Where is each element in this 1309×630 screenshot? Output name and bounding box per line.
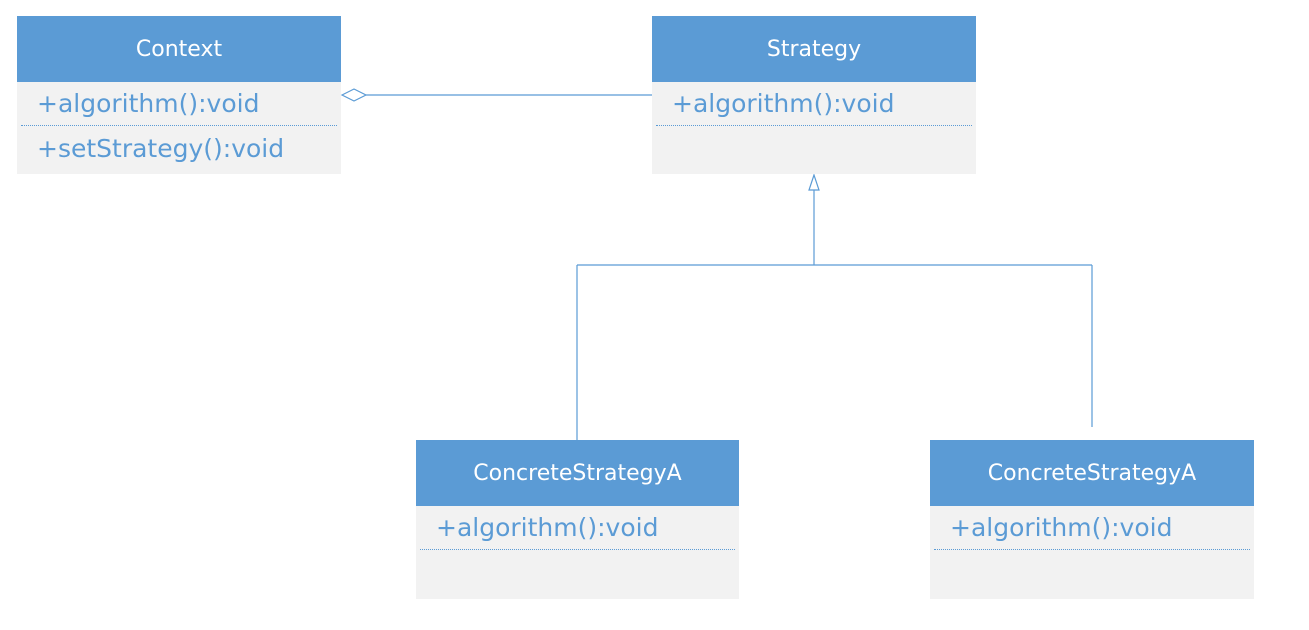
class-box-concrete-strategy-right[interactable]: ConcreteStrategyA +algorithm():void bbox=[930, 440, 1254, 599]
aggregation-diamond bbox=[340, 88, 368, 102]
class-box-strategy[interactable]: Strategy +algorithm():void bbox=[652, 16, 976, 174]
class-name-concrete-strategy-left: ConcreteStrategyA bbox=[416, 440, 739, 506]
method-context-set-strategy: +setStrategy():void bbox=[37, 133, 285, 163]
class-box-concrete-strategy-left[interactable]: ConcreteStrategyA +algorithm():void bbox=[416, 440, 739, 599]
method-context-algorithm: +algorithm():void bbox=[21, 82, 337, 126]
method-strategy-algorithm: +algorithm():void bbox=[656, 82, 972, 126]
class-name-context: Context bbox=[17, 16, 341, 82]
generalization-arrowhead bbox=[808, 173, 820, 191]
method-concrete-left-algorithm: +algorithm():void bbox=[420, 506, 735, 550]
class-name-strategy: Strategy bbox=[652, 16, 976, 82]
method-concrete-right-algorithm: +algorithm():void bbox=[934, 506, 1250, 550]
class-name-concrete-strategy-right: ConcreteStrategyA bbox=[930, 440, 1254, 506]
class-box-context[interactable]: Context +algorithm():void +setStrategy()… bbox=[17, 16, 341, 174]
